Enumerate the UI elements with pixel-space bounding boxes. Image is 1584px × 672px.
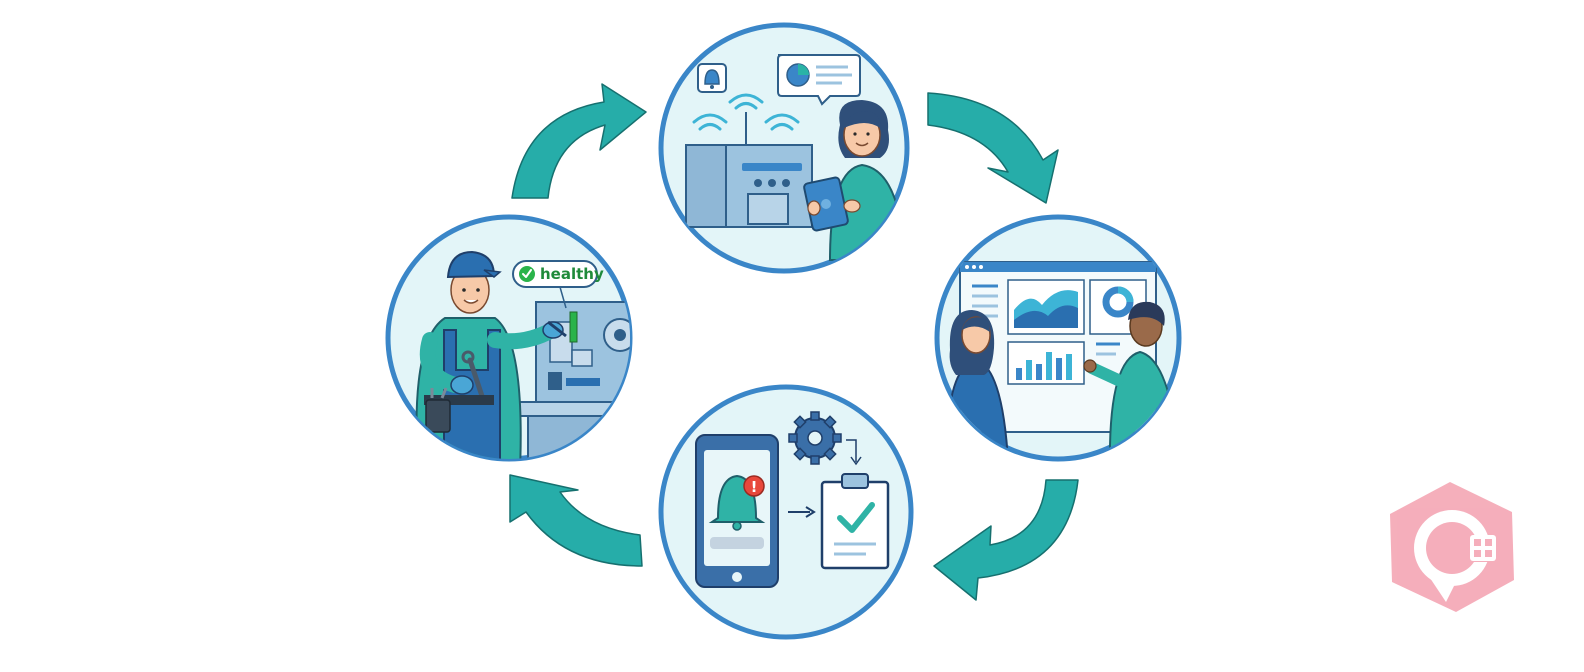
stage-monitoring <box>658 22 910 274</box>
clipboard-check-icon <box>820 473 890 570</box>
bar-chart-icon <box>1007 341 1085 385</box>
arrow-analytics-to-alerting <box>933 479 1079 601</box>
alert-badge: ! <box>743 475 765 497</box>
industrial-machine <box>517 301 630 459</box>
stage-maintenance: healthy <box>385 214 633 462</box>
pie-chart-icon <box>777 54 861 106</box>
bell-icon <box>697 63 727 93</box>
area-chart-icon <box>1007 279 1085 335</box>
stage-alerting: ! <box>658 384 914 640</box>
stage-analytics <box>934 214 1182 462</box>
alert-mark: ! <box>751 478 758 496</box>
arrow-maintenance-to-monitoring <box>511 83 647 199</box>
gear-icon <box>788 411 842 465</box>
cycle-arrows <box>509 83 1079 601</box>
status-badge-healthy: healthy <box>512 260 604 309</box>
arrow-monitoring-to-analytics <box>927 92 1059 204</box>
arrow-alerting-to-maintenance <box>509 474 643 567</box>
tool-belt-icon <box>424 387 494 433</box>
brand-logo-icon <box>1390 482 1514 612</box>
status-badge-label: healthy <box>540 265 604 283</box>
right-arrow-icon <box>788 506 816 518</box>
tablet-icon <box>803 176 861 232</box>
check-circle-icon <box>519 266 535 282</box>
wifi-icon <box>692 93 800 131</box>
